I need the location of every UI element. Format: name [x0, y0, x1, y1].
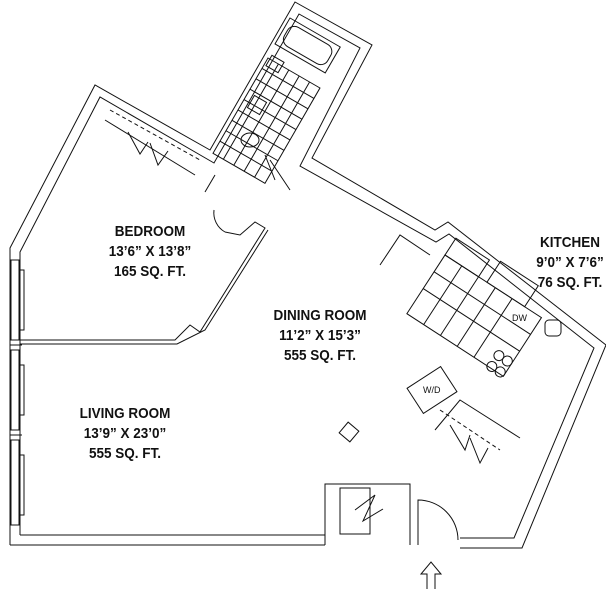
dining-dims: 11’2” X 15’3”	[279, 327, 361, 344]
living-dims: 13’9” X 23’0”	[83, 425, 167, 442]
washer-dryer-label: W/D	[423, 385, 441, 395]
dining-area: 555 SQ. FT.	[283, 347, 357, 364]
room-label-kitchen: KITCHEN 9’0” X 7’6” 76 SQ. FT.	[525, 233, 606, 293]
kitchen-area: 76 SQ. FT.	[537, 274, 603, 291]
windows	[10, 259, 25, 526]
dishwasher-label: DW	[512, 313, 527, 323]
living-area: 555 SQ. FT.	[88, 445, 162, 462]
dining-name: DINING ROOM	[273, 307, 367, 324]
outer-walls	[9, 1, 606, 549]
bedroom-walls	[20, 109, 269, 345]
kitchen-name: KITCHEN	[539, 234, 600, 251]
entry	[339, 487, 459, 589]
living-name: LIVING ROOM	[79, 405, 171, 422]
kitchen-dims: 9’0” X 7’6”	[536, 254, 604, 271]
bedroom-area: 165 SQ. FT.	[113, 263, 187, 280]
bathroom	[212, 17, 341, 191]
room-label-bedroom: BEDROOM 13’6” X 13’8” 165 SQ. FT.	[78, 222, 222, 282]
bedroom-name: BEDROOM	[114, 223, 186, 240]
entry-arrow-icon	[419, 561, 443, 589]
kitchen	[338, 234, 562, 465]
room-label-living: LIVING ROOM 13’9” X 23’0” 555 SQ. FT.	[53, 404, 197, 464]
room-label-dining: DINING ROOM 11’2” X 15’3” 555 SQ. FT.	[248, 306, 392, 366]
bedroom-dims: 13’6” X 13’8”	[108, 243, 192, 260]
